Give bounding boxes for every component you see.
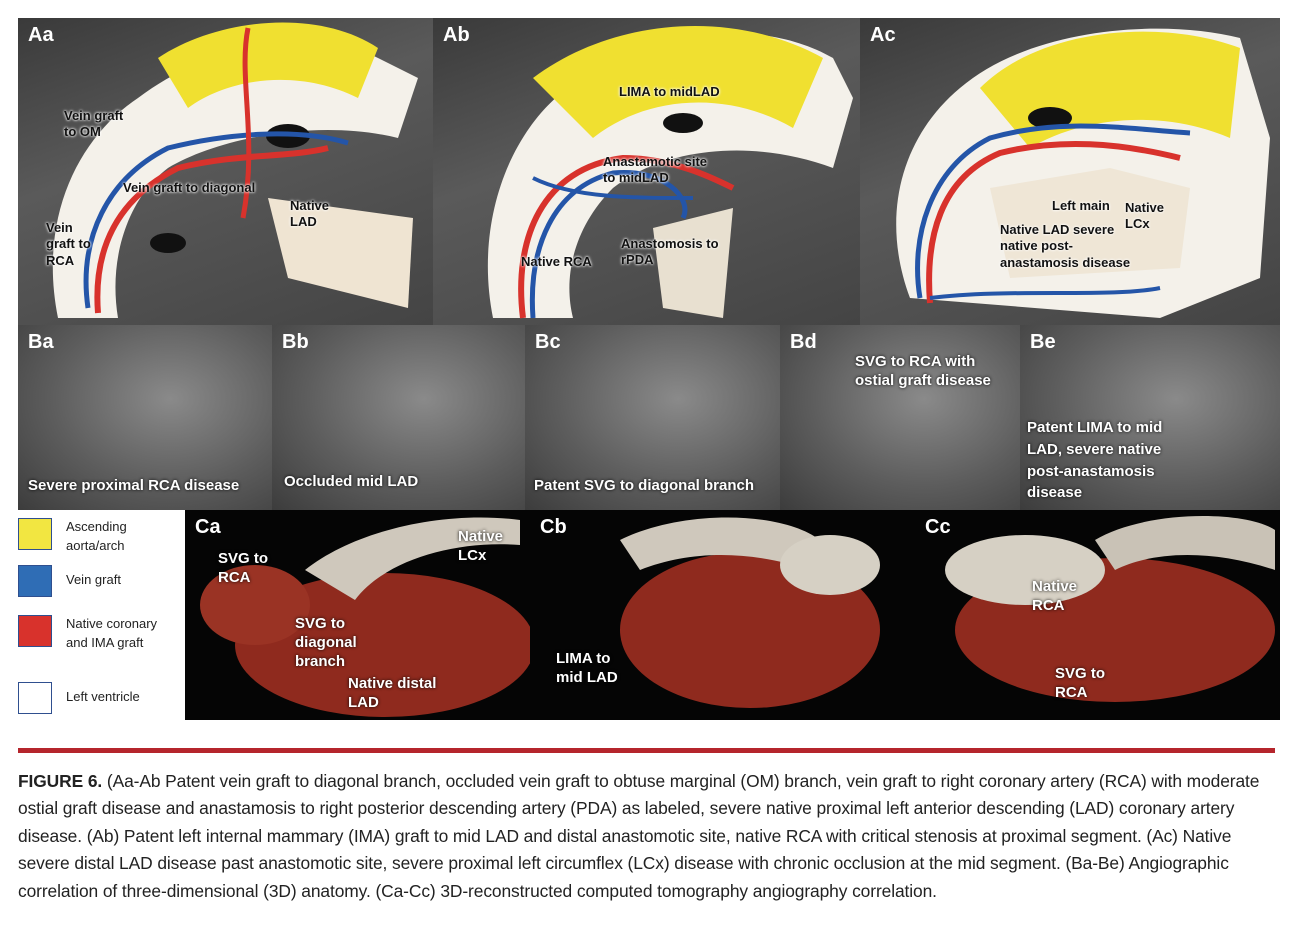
annotation: Native distal LAD [348, 675, 437, 711]
annotation: Vein graft to RCA [46, 220, 91, 268]
legend-label: Native coronary and IMA graft [66, 616, 158, 650]
panel-label: Cb [540, 516, 567, 538]
panel-label: Be [1030, 331, 1056, 353]
legend-item: Native coronary and IMA graft [18, 615, 166, 653]
panel-label: Bc [535, 331, 561, 353]
legend-swatch [18, 682, 52, 714]
panel-be: Be Patent LIMA to mid LAD, severe native… [1020, 325, 1280, 510]
figure-label: FIGURE 6. [18, 771, 103, 791]
angiogram-caption: Patent LIMA to mid LAD, severe native po… [1027, 419, 1163, 502]
annotation: Vein graft to diagonal [123, 180, 256, 195]
annotation: SVG to RCA [1055, 665, 1106, 701]
caption-text: (Aa-Ab Patent vein graft to diagonal bra… [18, 771, 1260, 901]
angiogram-caption: Patent SVG to diagonal branch [534, 477, 755, 494]
legend-label: Left ventricle [66, 689, 140, 704]
annotation: Left main [1052, 198, 1110, 213]
legend-swatch [18, 565, 52, 597]
angiogram-caption: SVG to RCA with ostial graft disease [855, 353, 991, 389]
annotation: Native RCA [1032, 578, 1078, 614]
annotation: Anastomosis to rPDA [621, 236, 719, 268]
annotation: Native LAD severe native post-anastamosi… [1000, 222, 1131, 270]
panel-bc: Bc Patent SVG to diagonal branch [525, 325, 780, 510]
legend-item: Ascending aorta/arch [18, 518, 185, 556]
annotation: Vein graft to OM [64, 108, 124, 140]
ct-heart-render [620, 517, 880, 708]
panel-label: Ab [443, 24, 470, 46]
panel-label: Cc [925, 516, 951, 538]
figure-caption: FIGURE 6. (Aa-Ab Patent vein graft to di… [18, 768, 1280, 905]
annotation: Native RCA [521, 254, 592, 269]
panel-cc: Cc Native RCA SVG to RCA [915, 510, 1280, 720]
model-3d-illustration [52, 22, 418, 318]
panel-label: Ac [870, 24, 896, 46]
panel-bb: Bb Occluded mid LAD [272, 325, 525, 510]
annotation: SVG to diagonal branch [295, 615, 357, 670]
ct-heart-render [945, 516, 1275, 702]
annotation: Native LCx [1125, 200, 1165, 232]
annotation: LIMA to mid LAD [556, 650, 618, 686]
annotation: Native LCx [458, 528, 504, 564]
panel-aa: Aa Vein graft to OM Vein graft to diagon… [18, 18, 433, 325]
model-3d-illustration [896, 28, 1270, 319]
panel-ac: Ac Left main Native LCx Native LAD sever… [860, 18, 1280, 325]
legend-label: Vein graft [66, 572, 121, 587]
legend-item: Vein graft [18, 565, 121, 597]
panel-ba: Ba Severe proximal RCA disease [18, 325, 272, 510]
angiogram-caption: Occluded mid LAD [284, 473, 419, 490]
annotation: SVG to RCA [218, 550, 269, 586]
panel-label: Aa [28, 24, 54, 46]
legend-label: Ascending aorta/arch [66, 519, 127, 553]
ct-heart-render [200, 517, 530, 717]
model-3d-illustration [487, 25, 853, 319]
panel-label: Ca [195, 516, 221, 538]
panel-label: Bd [790, 331, 817, 353]
panel-cb: Cb LIMA to mid LAD [530, 510, 915, 720]
legend-swatch [18, 518, 52, 550]
panel-label: Bb [282, 331, 309, 353]
annotation: Native LAD [290, 198, 330, 230]
angiogram-caption: Severe proximal RCA disease [28, 477, 240, 494]
annotation: LIMA to midLAD [619, 84, 720, 99]
panel-bd: Bd SVG to RCA with ostial graft disease [780, 325, 1020, 510]
panel-label: Ba [28, 331, 54, 353]
caption-divider [18, 748, 1275, 753]
panel-ab: Ab LIMA to midLAD Anastamotic site to mi… [433, 18, 860, 325]
legend-item: Left ventricle [18, 682, 140, 714]
color-legend: Ascending aorta/arch Vein graft Native c… [0, 510, 185, 720]
legend-swatch [18, 615, 52, 647]
annotation: Anastamotic site to midLAD [603, 154, 708, 186]
panel-ca: Ca SVG to RCA Native LCx SVG to diagonal… [185, 510, 530, 720]
